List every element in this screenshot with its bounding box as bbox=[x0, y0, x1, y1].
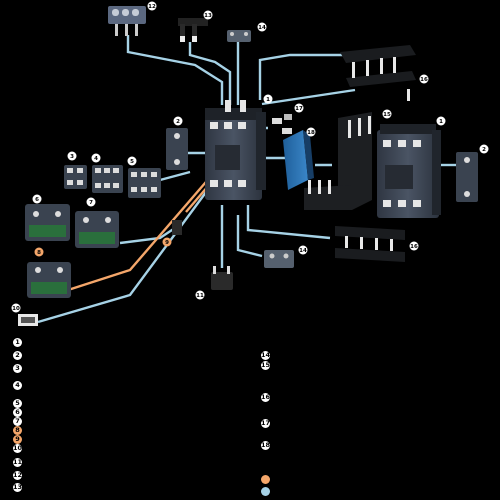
legend-item-4: 4 bbox=[13, 381, 22, 390]
callout-15: 15 bbox=[382, 109, 392, 119]
plug-9 bbox=[172, 220, 182, 235]
legend-item-18: 18 bbox=[261, 441, 271, 450]
accessory-18 bbox=[283, 130, 314, 190]
svg-text:1: 1 bbox=[266, 97, 270, 103]
svg-text:16: 16 bbox=[420, 77, 428, 83]
legend-marker-blue bbox=[261, 487, 270, 496]
aux-switch-2-right bbox=[456, 152, 478, 202]
module-10 bbox=[18, 314, 38, 326]
svg-text:11: 11 bbox=[196, 293, 204, 299]
callout-12: 12 bbox=[147, 1, 157, 11]
callout-16a: 16 bbox=[419, 74, 429, 84]
svg-text:8: 8 bbox=[37, 250, 41, 256]
aux-block-3 bbox=[64, 165, 87, 189]
callout-10: 10 bbox=[11, 303, 21, 313]
legend-item-14: 14 bbox=[261, 351, 271, 360]
module-8 bbox=[27, 262, 71, 298]
callout-14a: 14 bbox=[257, 22, 267, 32]
svg-text:7: 7 bbox=[89, 200, 93, 206]
svg-text:5: 5 bbox=[130, 159, 134, 165]
legend-item-17: 17 bbox=[261, 419, 271, 428]
callout-5: 5 bbox=[127, 156, 137, 166]
svg-text:2: 2 bbox=[176, 119, 180, 125]
svg-text:6: 6 bbox=[35, 197, 39, 203]
legend-marker-orange bbox=[261, 475, 270, 484]
busbar-16-top bbox=[340, 45, 416, 101]
callout-2b: 2 bbox=[479, 144, 489, 154]
callout-1b: 1 bbox=[436, 116, 446, 126]
svg-text:18: 18 bbox=[307, 130, 315, 136]
callout-14b: 14 bbox=[298, 245, 308, 255]
legend-item-1: 1 bbox=[13, 338, 22, 347]
legend-right: 14 15 16 17 18 bbox=[261, 351, 273, 496]
legend-item-2: 2 bbox=[13, 351, 22, 360]
svg-text:17: 17 bbox=[295, 106, 303, 112]
callout-9: 9 bbox=[162, 237, 172, 247]
surge-suppressor-14-bottom bbox=[264, 250, 294, 268]
legend-item-3: 3 bbox=[13, 364, 22, 373]
callout-3: 3 bbox=[67, 151, 77, 161]
plug-11 bbox=[211, 266, 233, 290]
module-7 bbox=[75, 211, 119, 248]
terminal-cover-12 bbox=[108, 6, 146, 36]
svg-text:4: 4 bbox=[94, 156, 98, 162]
legend-item-9: 9 bbox=[13, 435, 22, 444]
callout-17: 17 bbox=[294, 103, 304, 113]
callout-1a: 1 bbox=[263, 94, 273, 104]
svg-text:1: 1 bbox=[439, 119, 443, 125]
legend-item-11: 11 bbox=[13, 458, 23, 467]
legend-item-5: 5 bbox=[13, 399, 22, 408]
contactor-right bbox=[377, 124, 441, 218]
svg-text:15: 15 bbox=[383, 112, 391, 118]
link-module-13 bbox=[178, 18, 208, 42]
legend-item-8: 8 bbox=[13, 426, 22, 435]
callout-4: 4 bbox=[91, 153, 101, 163]
svg-text:14: 14 bbox=[258, 25, 266, 31]
part-17 bbox=[272, 114, 292, 134]
busbar-16-bottom bbox=[335, 226, 405, 262]
svg-text:9: 9 bbox=[165, 240, 169, 246]
legend-item-16: 16 bbox=[261, 393, 271, 402]
legend-left: 1 2 3 4 5 6 7 8 9 10 11 12 13 bbox=[13, 338, 25, 498]
legend-item-15: 15 bbox=[261, 361, 271, 370]
callouts: 12 13 14 16 1 17 15 1 2 18 2 3 4 5 6 7 9… bbox=[11, 1, 489, 313]
legend-item-6: 6 bbox=[13, 408, 22, 417]
svg-text:3: 3 bbox=[70, 154, 74, 160]
link-bar-15 bbox=[304, 112, 372, 210]
callout-18: 18 bbox=[306, 127, 316, 137]
aux-block-5 bbox=[128, 168, 161, 198]
contactor-main bbox=[205, 100, 266, 200]
svg-text:2: 2 bbox=[482, 147, 486, 153]
svg-text:13: 13 bbox=[204, 13, 212, 19]
callout-16b: 16 bbox=[409, 241, 419, 251]
surge-suppressor-14-top bbox=[227, 30, 251, 42]
svg-text:14: 14 bbox=[299, 248, 307, 254]
svg-text:16: 16 bbox=[410, 244, 418, 250]
callout-7: 7 bbox=[86, 197, 96, 207]
callout-2a: 2 bbox=[173, 116, 183, 126]
module-6 bbox=[25, 204, 70, 241]
aux-block-4 bbox=[92, 165, 123, 193]
callout-8: 8 bbox=[34, 247, 44, 257]
legend-item-13: 13 bbox=[13, 483, 23, 492]
callout-6: 6 bbox=[32, 194, 42, 204]
legend-item-10: 10 bbox=[13, 444, 23, 453]
legend-item-12: 12 bbox=[13, 471, 23, 480]
svg-text:12: 12 bbox=[148, 4, 156, 10]
legend-item-7: 7 bbox=[13, 417, 22, 426]
aux-switch-2-left bbox=[166, 128, 188, 170]
callout-11: 11 bbox=[195, 290, 205, 300]
svg-text:10: 10 bbox=[12, 306, 20, 312]
callout-13: 13 bbox=[203, 10, 213, 20]
